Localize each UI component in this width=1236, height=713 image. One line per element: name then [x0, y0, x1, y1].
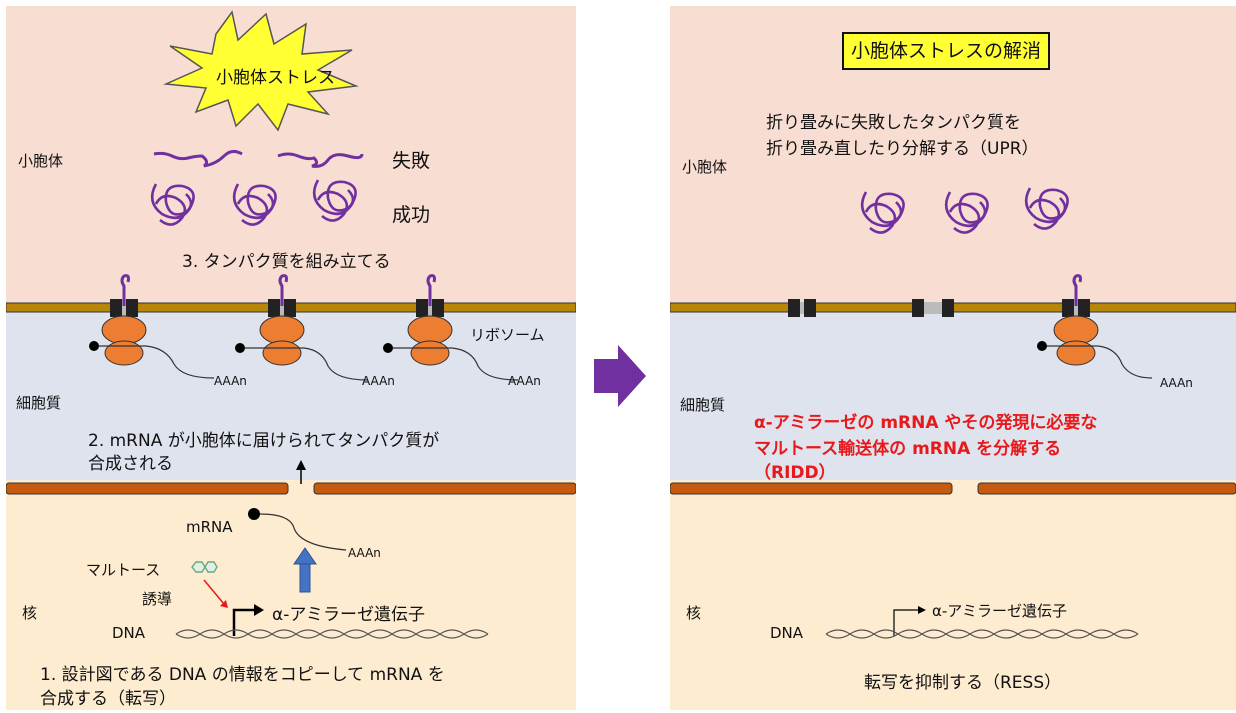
folded-protein — [150, 183, 195, 226]
left-diagram-graphics — [6, 10, 576, 639]
ribosome-complex — [1037, 274, 1153, 379]
promoter-arrow — [893, 609, 920, 636]
stress-relief-banner: 小胞体ストレスの解消 — [842, 32, 1050, 70]
gene-label: α-アミラーゼ遺伝子 — [272, 605, 425, 625]
ribosome-label: リボソーム — [470, 326, 545, 344]
step2-text-line1: 2. mRNA が小胞体に届けられてタンパク質が — [88, 431, 440, 451]
folded-protein — [860, 191, 905, 234]
translocon — [912, 299, 954, 317]
polya-label: AAAn — [214, 374, 247, 388]
mrna-strand — [259, 513, 347, 551]
ribosome-complex — [383, 274, 519, 381]
nucleus-label: 核 — [22, 604, 38, 622]
ridd-text-line3: （RIDD） — [754, 463, 836, 483]
success-label: 成功 — [392, 204, 431, 226]
nucleus-region — [670, 480, 1236, 710]
step2-text-line2: 合成される — [88, 454, 173, 474]
nuclear-envelope — [6, 482, 289, 495]
promoter-arrow — [232, 608, 256, 636]
er-label: 小胞体 — [682, 158, 728, 176]
polya-label: AAAn — [362, 374, 395, 388]
transcription-arrow — [293, 547, 317, 565]
ridd-text-line2: マルトース輸送体の mRNA を分解する — [754, 439, 1062, 459]
translocon — [788, 299, 816, 317]
cytoplasm-label: 細胞質 — [680, 396, 726, 414]
ribosome-complex — [235, 274, 369, 381]
polya-label: AAAn — [348, 546, 381, 560]
nuclear-envelope — [977, 482, 1236, 495]
step1-text-line1: 1. 設計図である DNA の情報をコピーして mRNA を — [40, 665, 445, 685]
right-diagram-graphics — [670, 187, 1236, 639]
left-panel: 小胞体ストレス 小胞体 失敗 成功 3. タンパク質を組み立てる リボソーム A… — [6, 6, 576, 710]
step3-text: 3. タンパク質を組み立てる — [182, 252, 391, 272]
dna-helix — [825, 629, 1139, 639]
nucleus-label: 核 — [686, 604, 702, 622]
fail-label: 失敗 — [392, 150, 431, 172]
nuclear-envelope — [313, 482, 576, 495]
ridd-text-line1: α-アミラーゼの mRNA やその発現に必要な — [754, 413, 1098, 433]
dna-helix — [175, 629, 489, 639]
gene-label: α-アミラーゼ遺伝子 — [932, 602, 1068, 620]
folded-protein — [232, 183, 277, 226]
failed-protein — [277, 152, 364, 168]
upr-text-line1: 折り畳みに失敗したタンパク質を — [766, 113, 1021, 133]
er-label: 小胞体 — [18, 152, 64, 170]
dna-label: DNA — [112, 624, 146, 642]
ress-text: 転写を抑制する（RESS） — [864, 673, 1062, 693]
transition-arrow — [594, 345, 646, 407]
maltose-icon — [191, 561, 206, 573]
dna-label: DNA — [770, 624, 804, 642]
failed-protein — [153, 149, 243, 168]
cytoplasm-region — [670, 310, 1236, 480]
polya-label: AAAn — [508, 374, 541, 388]
folded-protein — [312, 179, 357, 222]
stress-label: 小胞体ストレス — [216, 68, 335, 88]
mrna-cap — [248, 508, 260, 520]
step1-text-line2: 合成する（転写） — [40, 689, 176, 709]
folded-protein — [944, 191, 989, 234]
folded-protein — [1024, 187, 1069, 230]
nucleus-region — [6, 480, 576, 710]
nuclear-envelope — [670, 482, 953, 495]
maltose-label: マルトース — [86, 561, 161, 579]
cytoplasm-label: 細胞質 — [16, 394, 62, 412]
right-panel: 小胞体ストレスの解消 折り畳みに失敗したタンパク質を 折り畳み直したり分解する（… — [670, 6, 1236, 710]
upr-text-line2: 折り畳み直したり分解する（UPR） — [766, 139, 1039, 159]
stress-starburst — [163, 10, 359, 132]
mrna-label: mRNA — [186, 518, 233, 536]
induction-label: 誘導 — [142, 590, 173, 608]
polya-label: AAAn — [1160, 376, 1193, 390]
ribosome-complex — [89, 274, 215, 379]
